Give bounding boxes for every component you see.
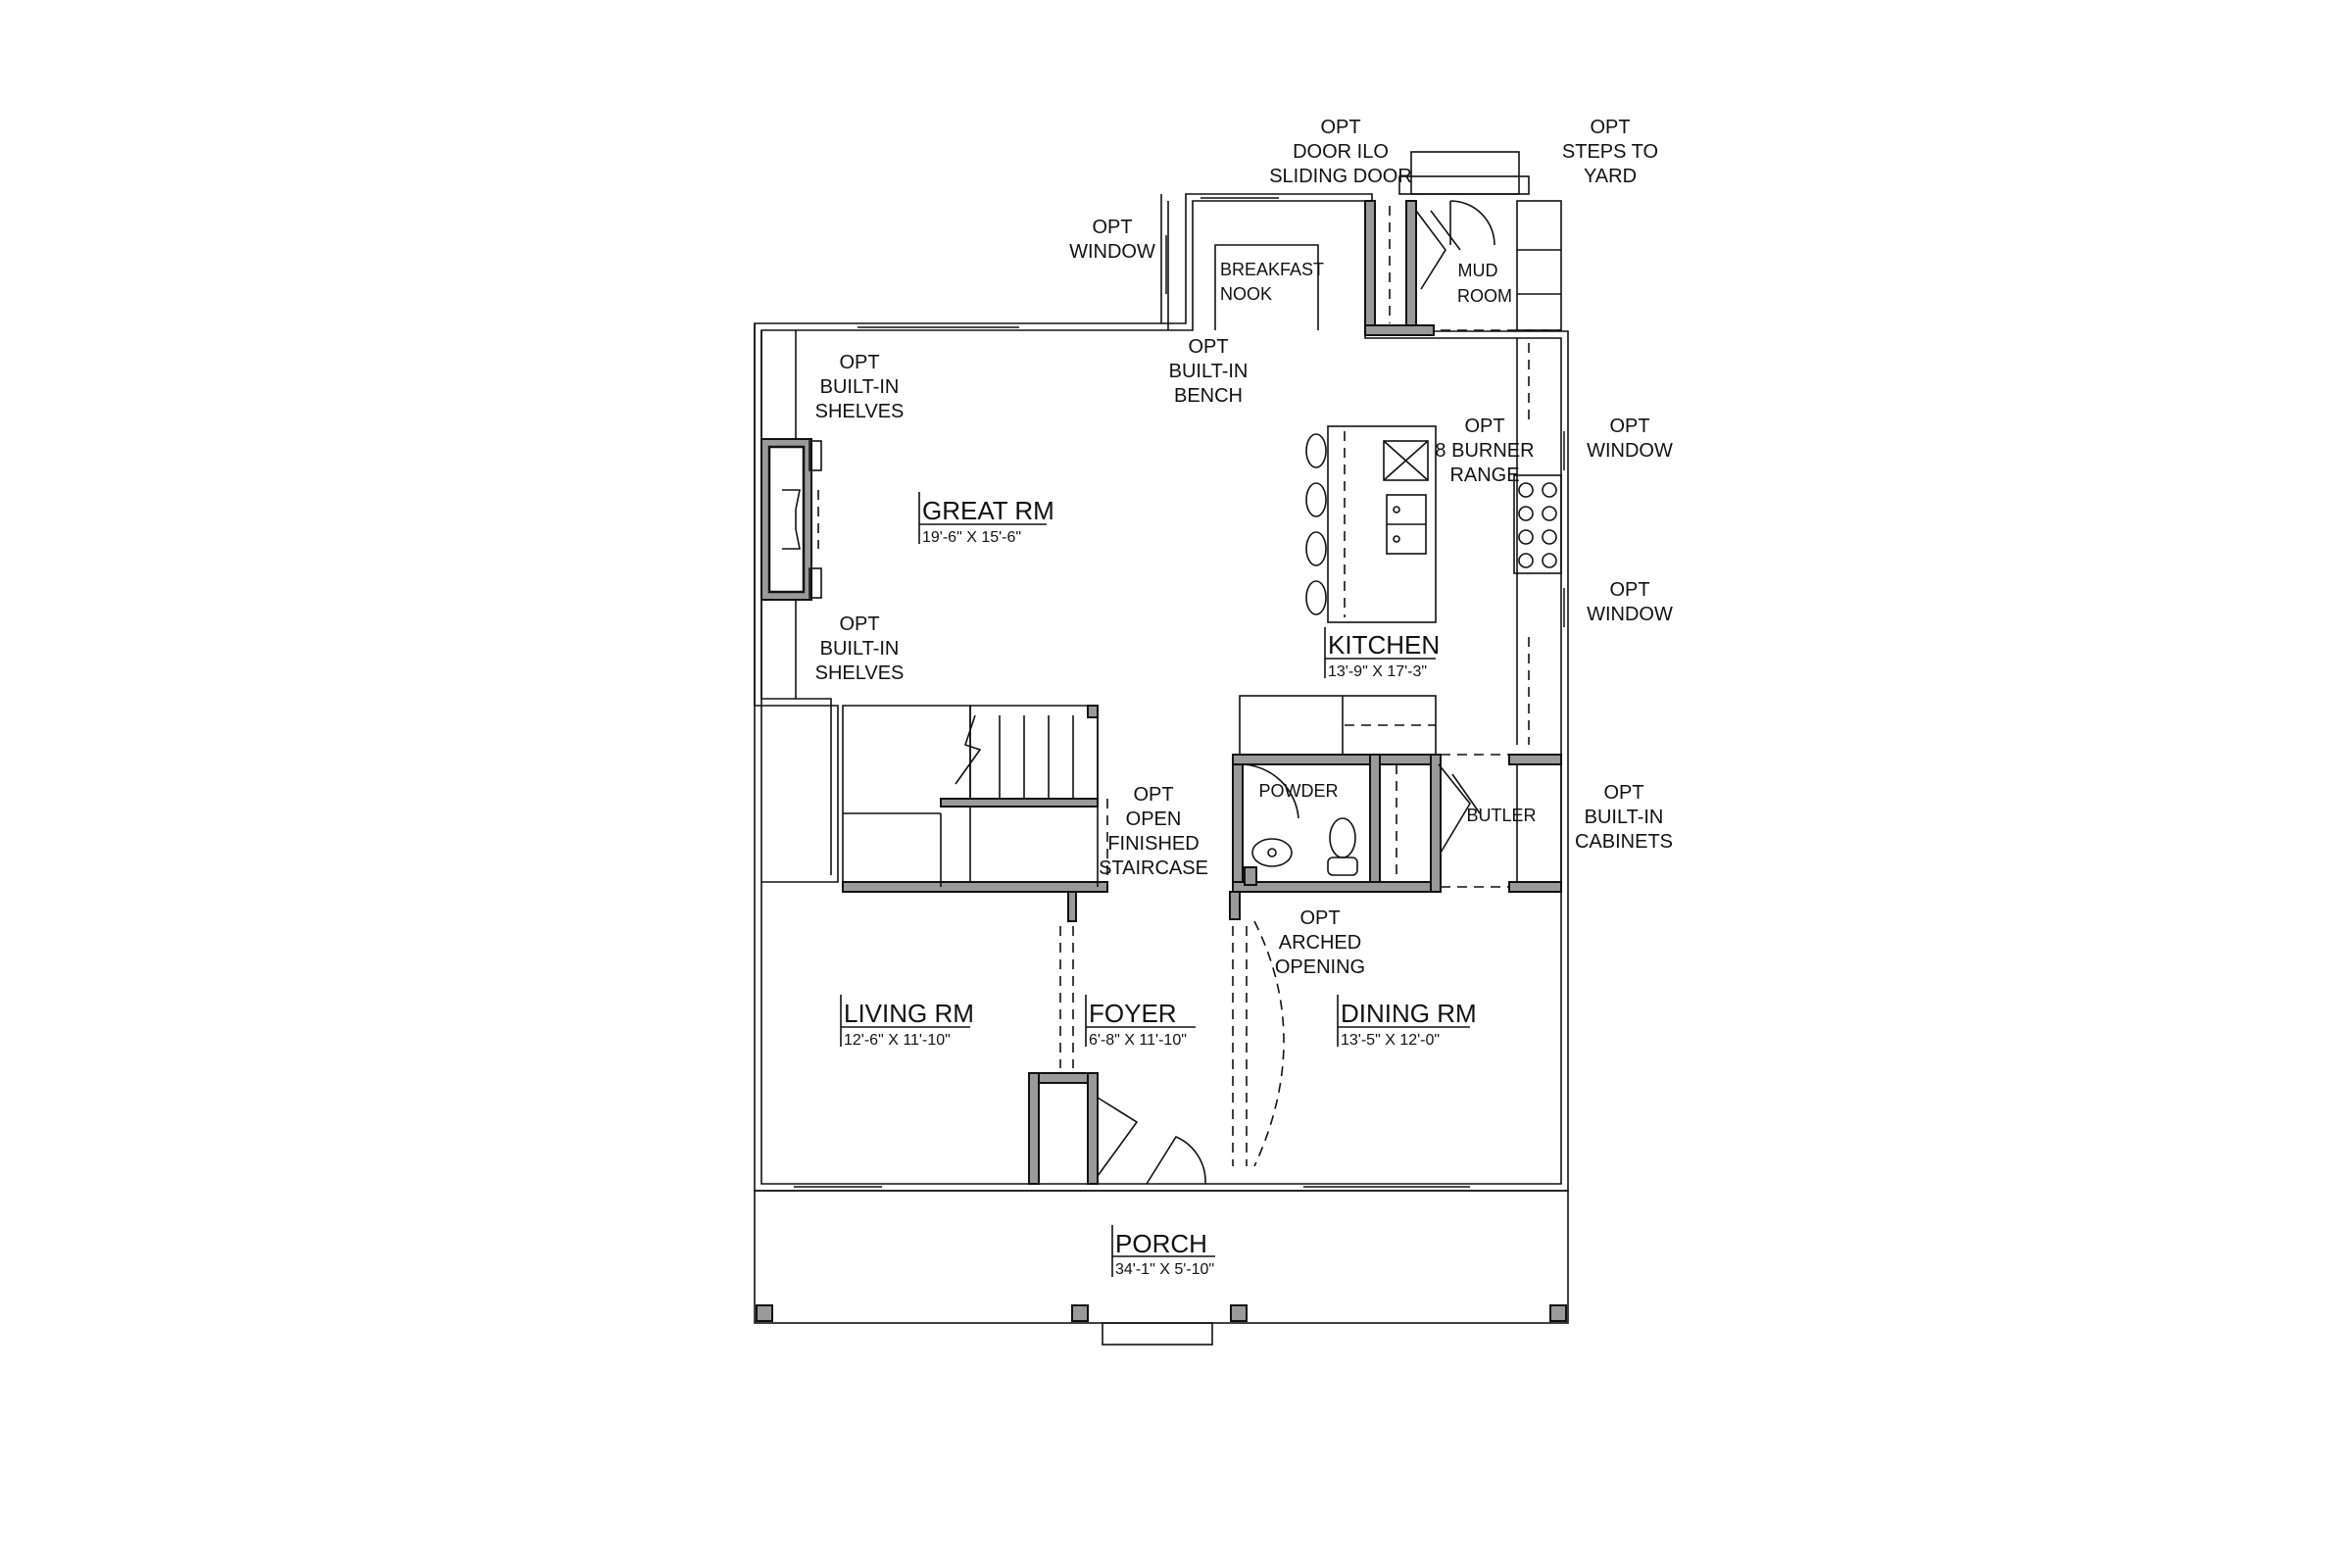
- note-opt-door: OPT DOOR ILO SLIDING DOOR: [1269, 117, 1412, 187]
- svg-text:BUILT-IN: BUILT-IN: [1169, 361, 1249, 382]
- kitchen-label: KITCHEN 13'-9" X 17'-3": [1324, 627, 1440, 680]
- mud-room-line1: MUD: [1458, 261, 1498, 280]
- svg-text:OPT: OPT: [1320, 117, 1360, 138]
- svg-text:WINDOW: WINDOW: [1587, 440, 1673, 462]
- kitchen-name: KITCHEN: [1328, 630, 1440, 660]
- note-opt-steps: OPT STEPS TO YARD: [1562, 117, 1658, 187]
- fireplace: [760, 330, 822, 699]
- porch-dim: 34'-1" X 5'-10": [1115, 1261, 1214, 1278]
- svg-text:STEPS TO: STEPS TO: [1562, 141, 1658, 163]
- foyer-label: FOYER 6'-8" X 11'-10": [1085, 995, 1196, 1049]
- great-rm-name: GREAT RM: [922, 496, 1054, 525]
- porch-label: PORCH 34'-1" X 5'-10": [1111, 1225, 1215, 1278]
- foyer-name: FOYER: [1089, 999, 1177, 1028]
- note-opt-bench: OPT BUILT-IN BENCH: [1169, 336, 1249, 407]
- foyer-dim: 6'-8" X 11'-10": [1089, 1032, 1187, 1049]
- butler-label: BUTLER: [1466, 806, 1536, 825]
- kitchen-dim: 13'-9" X 17'-3": [1328, 663, 1427, 680]
- svg-text:FINISHED: FINISHED: [1107, 833, 1199, 855]
- powder-butler-walls: [1232, 754, 1562, 893]
- svg-text:OPT: OPT: [1133, 784, 1173, 806]
- mud-room-walls: [1364, 200, 1562, 336]
- kitchen-counters: [1239, 338, 1562, 756]
- svg-text:CABINETS: CABINETS: [1575, 831, 1673, 853]
- note-opt-arched: OPT ARCHED OPENING: [1275, 907, 1365, 978]
- note-opt-cabinets: OPT BUILT-IN CABINETS: [1575, 782, 1673, 853]
- svg-text:OPT: OPT: [1188, 336, 1228, 358]
- svg-text:SHELVES: SHELVES: [815, 662, 905, 684]
- front-walls: [754, 891, 1569, 1346]
- note-opt-staircase: OPT OPEN FINISHED STAIRCASE: [1099, 784, 1208, 879]
- svg-text:STAIRCASE: STAIRCASE: [1099, 858, 1208, 879]
- svg-text:WINDOW: WINDOW: [1069, 241, 1155, 263]
- svg-text:ARCHED: ARCHED: [1279, 932, 1361, 954]
- svg-text:OPT: OPT: [839, 613, 879, 635]
- living-rm-label: LIVING RM 12'-6" X 11'-10": [840, 995, 974, 1049]
- svg-text:OPT: OPT: [1609, 416, 1649, 437]
- svg-text:RANGE: RANGE: [1449, 465, 1519, 486]
- powder-label: POWDER: [1259, 781, 1339, 801]
- note-opt-range: OPT 8 BURNER RANGE: [1435, 416, 1534, 486]
- svg-text:OPT: OPT: [1092, 217, 1132, 238]
- note-opt-shelves-top: OPT BUILT-IN SHELVES: [815, 352, 905, 422]
- svg-text:OPT: OPT: [839, 352, 879, 373]
- breakfast-bench: [1214, 244, 1319, 330]
- breakfast-nook-line1: BREAKFAST: [1220, 260, 1324, 279]
- mud-room-line2: ROOM: [1457, 286, 1512, 306]
- dining-rm-dim: 13'-5" X 12'-0": [1341, 1032, 1440, 1049]
- breakfast-nook-line2: NOOK: [1220, 284, 1272, 304]
- room-labels: GREAT RM 19'-6" X 15'-6" KITCHEN 13'-9" …: [840, 260, 1537, 1278]
- living-rm-dim: 12'-6" X 11'-10": [844, 1032, 951, 1049]
- svg-text:BENCH: BENCH: [1174, 385, 1243, 407]
- porch-name: PORCH: [1115, 1229, 1207, 1258]
- svg-text:8 BURNER: 8 BURNER: [1435, 440, 1534, 462]
- svg-text:OPEN: OPEN: [1126, 808, 1182, 830]
- svg-text:OPT: OPT: [1590, 117, 1630, 138]
- svg-text:BUILT-IN: BUILT-IN: [820, 638, 900, 660]
- great-rm-dim: 19'-6" X 15'-6": [922, 529, 1021, 546]
- note-opt-window-top: OPT WINDOW: [1069, 217, 1155, 263]
- note-opt-window-right-1: OPT WINDOW: [1587, 416, 1673, 462]
- svg-text:BUILT-IN: BUILT-IN: [1585, 807, 1664, 828]
- svg-text:OPENING: OPENING: [1275, 956, 1365, 978]
- option-notes: OPT DOOR ILO SLIDING DOOR OPT STEPS TO Y…: [815, 117, 1673, 978]
- svg-text:DOOR ILO: DOOR ILO: [1293, 141, 1389, 163]
- windows: [794, 197, 1565, 1188]
- svg-text:WINDOW: WINDOW: [1587, 604, 1673, 625]
- living-rm-name: LIVING RM: [844, 999, 974, 1028]
- note-opt-window-right-2: OPT WINDOW: [1587, 579, 1673, 625]
- staircase: [842, 705, 1108, 893]
- dining-rm-name: DINING RM: [1341, 999, 1477, 1028]
- svg-text:BUILT-IN: BUILT-IN: [820, 376, 900, 398]
- svg-text:OPT: OPT: [1603, 782, 1643, 804]
- svg-text:SHELVES: SHELVES: [815, 401, 905, 422]
- svg-text:YARD: YARD: [1584, 166, 1637, 187]
- note-opt-shelves-bottom: OPT BUILT-IN SHELVES: [815, 613, 905, 684]
- svg-text:OPT: OPT: [1609, 579, 1649, 601]
- svg-text:OPT: OPT: [1464, 416, 1504, 437]
- great-rm-label: GREAT RM 19'-6" X 15'-6": [918, 492, 1054, 546]
- svg-text:SLIDING DOOR: SLIDING DOOR: [1269, 166, 1412, 187]
- svg-text:OPT: OPT: [1299, 907, 1340, 929]
- dining-rm-label: DINING RM 13'-5" X 12'-0": [1337, 995, 1477, 1049]
